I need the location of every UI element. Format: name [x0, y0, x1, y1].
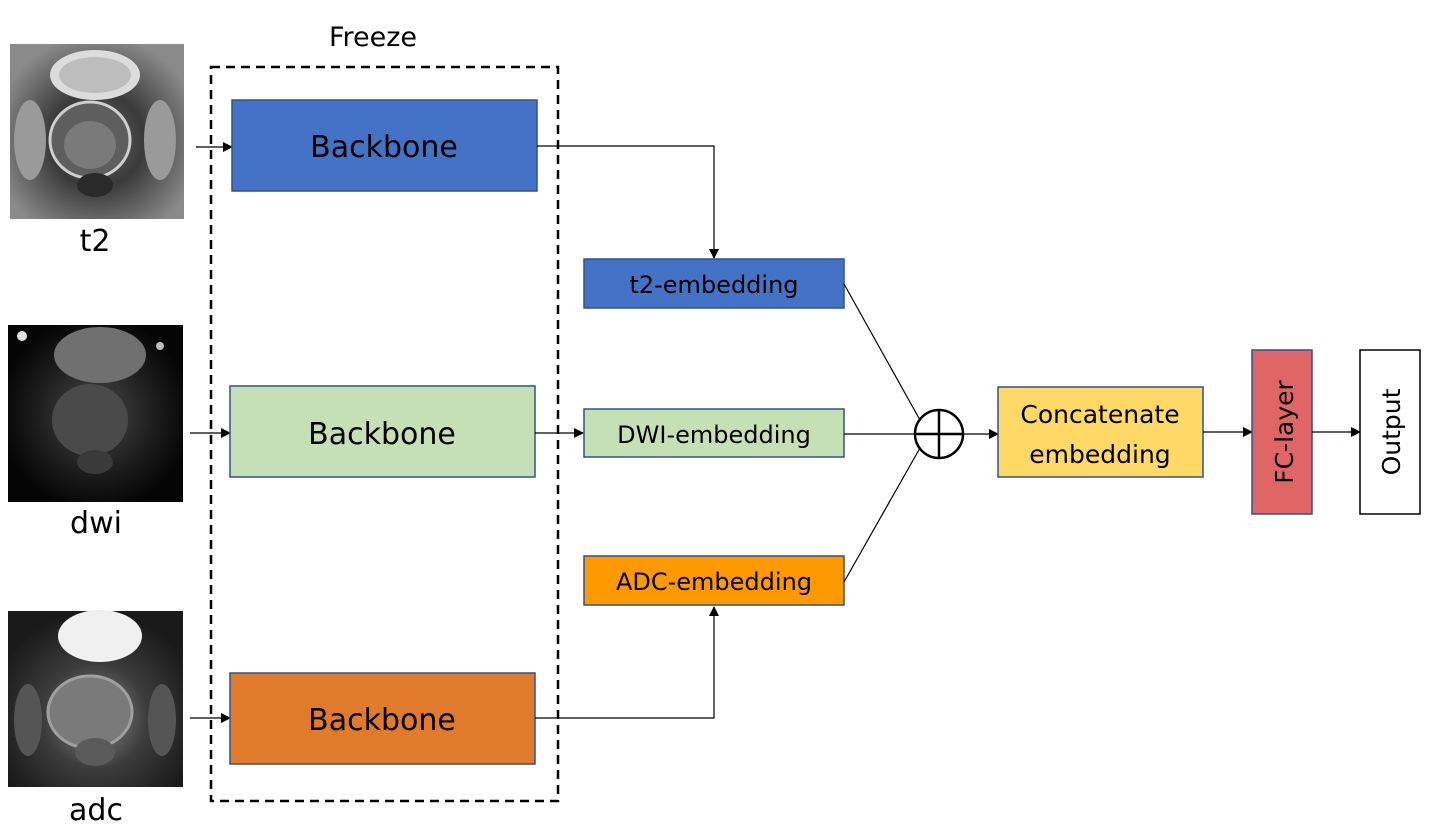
t2-mri-image [10, 44, 184, 219]
concat-embedding-line2: embedding [1029, 440, 1170, 469]
t2-embedding-label: t2-embedding [629, 271, 798, 299]
line-t2-to-concat [843, 283, 921, 421]
line-adc-to-concat [843, 447, 921, 583]
adc-embedding-label: ADC-embedding [616, 568, 812, 596]
arrow-backbone-t2-to-embedding [537, 145, 719, 259]
output-label: Output [1377, 388, 1406, 475]
dwi-embedding-label: DWI-embedding [617, 421, 811, 449]
dwi-embedding-box [583, 408, 845, 458]
freeze-frame [209, 65, 560, 803]
freeze-label: Freeze [329, 22, 417, 53]
backbone-t2 [231, 99, 538, 192]
adc-mri-image [8, 610, 183, 787]
backbone-adc [229, 672, 536, 765]
backbone-dwi-label: Backbone [308, 417, 456, 452]
backbone-adc-label: Backbone [308, 703, 456, 738]
arrow-backbone-adc-to-embedding [535, 606, 719, 719]
input-label-t2: t2 [80, 224, 111, 259]
concat-embedding-box [997, 386, 1204, 478]
dwi-mri-image [8, 325, 183, 502]
input-label-adc: adc [69, 793, 123, 828]
t2-embedding-box [583, 258, 845, 309]
oplus-icon [913, 408, 965, 460]
backbone-t2-label: Backbone [310, 130, 458, 165]
output-box [1359, 349, 1421, 515]
input-label-dwi: dwi [70, 506, 122, 541]
adc-embedding-box [583, 555, 845, 606]
fc-layer-label: FC-layer [1270, 379, 1299, 483]
backbone-dwi [229, 385, 536, 478]
concat-embedding-line1: Concatenate [1020, 400, 1179, 429]
